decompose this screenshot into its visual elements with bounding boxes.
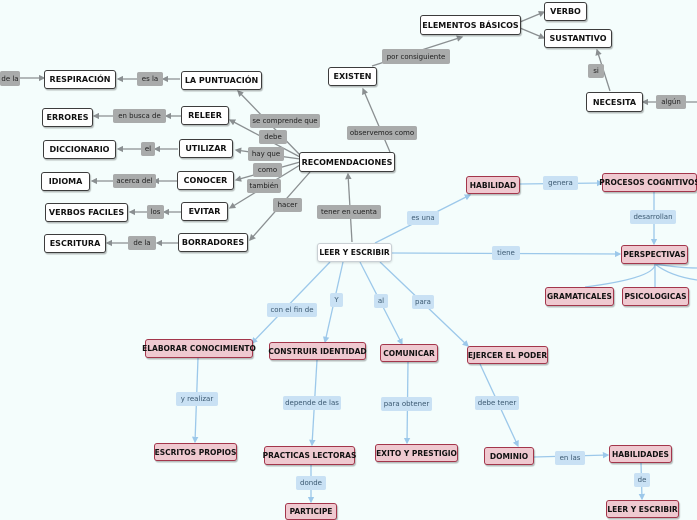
node-elementos-basicos[interactable]: ELEMENTOS BÁSICOS	[420, 15, 521, 35]
node-escritos-propios[interactable]: ESCRITOS PROPIOS	[154, 443, 237, 461]
node-practicas-lectoras[interactable]: PRACTICAS LECTORAS	[263, 446, 356, 465]
link-label-en-busca-de: en busca de	[113, 109, 166, 123]
node-dominio[interactable]: DOMINIO	[484, 447, 534, 465]
link-label-como: como	[253, 163, 282, 177]
link-label-de-la-top: de la	[0, 71, 20, 86]
link-label-los: los	[147, 205, 164, 219]
link-label-depende-de-las: depende de las	[283, 396, 341, 410]
node-construir-identidad[interactable]: CONSTRUIR IDENTIDAD	[268, 342, 367, 360]
node-releer[interactable]: RELEER	[181, 106, 229, 125]
link-label-algun: algún	[656, 95, 686, 109]
link-label-para-obtener: para obtener	[381, 397, 432, 411]
node-sustantivo[interactable]: SUSTANTIVO	[544, 29, 612, 48]
link-label-acerca-del: acerca del	[113, 174, 156, 188]
link-label-si: si	[588, 64, 604, 78]
node-diccionario[interactable]: DICCIONARIO	[43, 140, 116, 159]
node-recomendaciones[interactable]: RECOMENDACIONES	[299, 152, 395, 172]
node-necesita[interactable]: NECESITA	[586, 92, 643, 112]
link-label-al: al	[374, 294, 388, 308]
node-respiracion[interactable]: RESPIRACIÓN	[44, 70, 116, 89]
node-comunicar[interactable]: COMUNICAR	[380, 344, 438, 362]
link-label-se-comprende-que: se comprende que	[250, 114, 320, 128]
link-label-tener-en-cuenta: tener en cuenta	[317, 205, 381, 219]
link-label-es-la: es la	[137, 72, 163, 86]
node-idioma[interactable]: IDIOMA	[41, 172, 90, 191]
link-label-tiene: tiene	[492, 246, 520, 260]
link-label-de: de	[634, 473, 650, 487]
node-leer-y-escribir-central[interactable]: LEER Y ESCRIBIR	[317, 243, 392, 262]
link-label-y: Y	[330, 293, 343, 307]
link-label-por-consiguiente: por consiguiente	[382, 49, 450, 64]
node-utilizar[interactable]: UTILIZAR	[179, 139, 233, 158]
node-procesos-cognitivos[interactable]: PROCESOS COGNITIVOS	[599, 173, 697, 192]
node-errores[interactable]: ERRORES	[42, 108, 93, 127]
link-label-genera: genera	[543, 176, 578, 190]
node-perspectivas[interactable]: PERSPECTIVAS	[621, 245, 688, 264]
node-participe[interactable]: PARTICIPE	[285, 503, 337, 520]
link-label-con-el-fin-de: con el fin de	[267, 303, 317, 317]
link-label-de-la-bottom: de la	[128, 236, 156, 250]
link-label-observemos-como: observemos como	[347, 126, 417, 140]
node-escritura[interactable]: ESCRITURA	[44, 234, 106, 253]
node-verbo[interactable]: VERBO	[544, 2, 587, 21]
link-label-y-realizar: y realizar	[176, 392, 218, 406]
node-elaborar-conocimiento[interactable]: ELABORAR CONOCIMIENTO	[142, 339, 256, 358]
link-label-para: para	[412, 295, 434, 309]
node-conocer[interactable]: CONOCER	[177, 171, 234, 190]
node-psicologicas[interactable]: PSICOLOGICAS	[622, 287, 689, 306]
node-evitar[interactable]: EVITAR	[181, 202, 228, 221]
link-label-debe-tener: debe tener	[475, 396, 519, 410]
node-exito-y-prestigio[interactable]: EXITO Y PRESTIGIO	[375, 444, 458, 462]
link-label-el: el	[141, 142, 155, 156]
node-leer-y-escribir-habilidades[interactable]: LEER Y ESCRIBIR	[606, 500, 679, 518]
link-label-hacer: hacer	[273, 198, 302, 212]
node-existen[interactable]: EXISTEN	[328, 67, 377, 86]
link-label-desarrollan: desarrollan	[630, 210, 676, 224]
node-habilidad[interactable]: HABILIDAD	[466, 176, 520, 194]
link-label-hay-que: hay que	[248, 147, 284, 161]
link-label-tambien: también	[247, 179, 281, 193]
node-habilidades[interactable]: HABILIDADES	[609, 445, 672, 463]
node-verbos-faciles[interactable]: VERBOS FACILES	[45, 203, 128, 222]
node-borradores[interactable]: BORRADORES	[178, 233, 248, 252]
node-gramaticales[interactable]: GRAMATICALES	[545, 287, 614, 306]
link-label-es-una: es una	[407, 211, 439, 225]
node-ejercer-el-poder[interactable]: EJERCER EL PODER	[467, 346, 548, 364]
link-label-en-las: en las	[555, 451, 585, 465]
link-label-debe: debe	[259, 130, 287, 144]
node-la-puntuacion[interactable]: LA PUNTUACIÓN	[181, 71, 262, 90]
link-label-donde: donde	[296, 476, 326, 490]
